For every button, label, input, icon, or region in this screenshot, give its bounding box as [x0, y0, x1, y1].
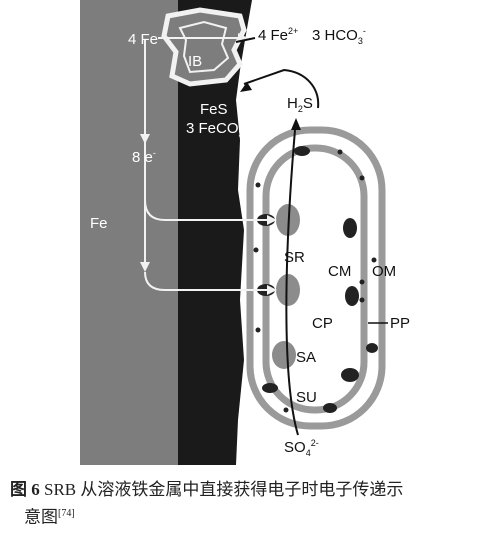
ib-label: IB [188, 53, 202, 70]
om-protein-right-2 [345, 286, 359, 306]
ib-inclusion-inner [178, 20, 230, 74]
om-protein-bottom-2 [323, 403, 337, 413]
electrons-label: 8 e- [132, 148, 156, 166]
periplasm-dot [255, 182, 261, 188]
om-protein-right-3 [341, 368, 359, 382]
su-label: SU [296, 389, 317, 406]
caption-reference: [74] [58, 508, 75, 519]
fes-label: FeS [200, 101, 228, 118]
periplasm-dot [283, 407, 289, 413]
periplasm-dot [255, 327, 261, 333]
pp-label: PP [390, 315, 410, 332]
feco3-label: 3 FeCO3 [186, 120, 244, 139]
om-protein-bottom [262, 383, 278, 393]
iron-metal-region [80, 0, 180, 465]
fe-atoms-label: 4 Fe [128, 31, 158, 48]
sa-protein [272, 341, 296, 369]
om-label: OM [372, 263, 396, 280]
so4-label: SO42- [284, 438, 319, 458]
outer-membrane [246, 126, 386, 430]
caption-number: 6 [31, 480, 40, 499]
cytoplasmic-membrane [262, 144, 368, 414]
caption-prefix: 图 [10, 480, 27, 499]
caption-text-line1: SRB 从溶液铁金属中直接获得电子时电子传递示 [44, 480, 404, 499]
periplasm-dot [359, 279, 365, 285]
fe-ions-label: 4 Fe2+ [258, 26, 298, 44]
sa-label: SA [296, 349, 316, 366]
om-protein-right-bottom [366, 343, 378, 353]
electron-transfer-diagram: 4 Fe IB 4 Fe2+ 3 HCO3- FeS 3 FeCO3 H2S 8… [80, 0, 410, 465]
sr-label: SR [284, 249, 305, 266]
fe-metal-label: Fe [90, 215, 108, 232]
cm-label: CM [328, 263, 351, 280]
caption-text-line2: 意图 [24, 507, 58, 527]
periplasm-dot [359, 297, 365, 303]
corrosion-product-layer [178, 0, 252, 465]
periplasm-dot [337, 149, 343, 155]
reaction-arrows [235, 37, 320, 436]
h2s-label: H2S [287, 95, 313, 114]
periplasm-dot [253, 247, 259, 253]
sr-protein-2 [276, 274, 300, 306]
figure-caption: 图 6 SRB 从溶液铁金属中直接获得电子时电子传递示 意图[74] [10, 478, 480, 530]
om-protein-right-1 [343, 218, 357, 238]
electron-flow-arrows [140, 33, 277, 295]
om-protein-top [294, 146, 310, 156]
ib-inclusion [161, 7, 247, 87]
periplasm-dot [359, 175, 365, 181]
hco3-label: 3 HCO3- [312, 26, 366, 46]
periplasm-dot [371, 257, 377, 263]
cp-label: CP [312, 315, 333, 332]
